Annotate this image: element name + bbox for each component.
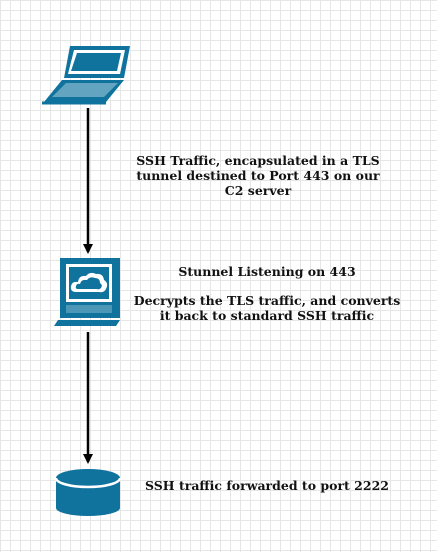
tunnel-line-2: tunnel destined to Port 443 on our [136, 168, 380, 183]
laptop-icon [42, 46, 130, 105]
stunnel-title-label: Stunnel Listening on 443 [178, 264, 356, 279]
stunnel-desc-line-2: it back to standard SSH traffic [159, 308, 375, 323]
tunnel-description-label: SSH Traffic, encapsulated in a TLS tunne… [130, 153, 386, 198]
tunnel-line-3: C2 server [224, 183, 292, 198]
forward-label: SSH traffic forwarded to port 2222 [145, 478, 389, 493]
server-icon [54, 258, 120, 326]
tunnel-line-1: SSH Traffic, encapsulated in a TLS [136, 153, 380, 168]
stunnel-desc-line-1: Decrypts the TLS traffic, and converts [133, 293, 401, 308]
stunnel-description-label: Decrypts the TLS traffic, and converts i… [130, 293, 404, 323]
database-icon [54, 469, 122, 516]
